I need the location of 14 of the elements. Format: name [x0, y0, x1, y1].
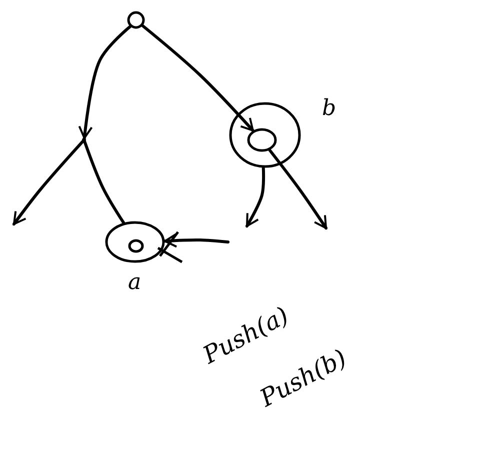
arrow — [141, 24, 254, 132]
arrow — [12, 140, 84, 226]
arrow — [268, 148, 328, 230]
circle-node — [128, 239, 144, 253]
arrow — [163, 233, 230, 248]
circle-node — [229, 102, 301, 168]
vertex-point — [82, 138, 86, 142]
arrow — [246, 166, 266, 228]
node-label: a — [128, 272, 142, 294]
node-label: b — [322, 98, 336, 120]
circle-node — [105, 221, 165, 263]
circle-node — [247, 128, 277, 152]
circle-node — [127, 11, 145, 29]
arrow — [78, 25, 132, 140]
